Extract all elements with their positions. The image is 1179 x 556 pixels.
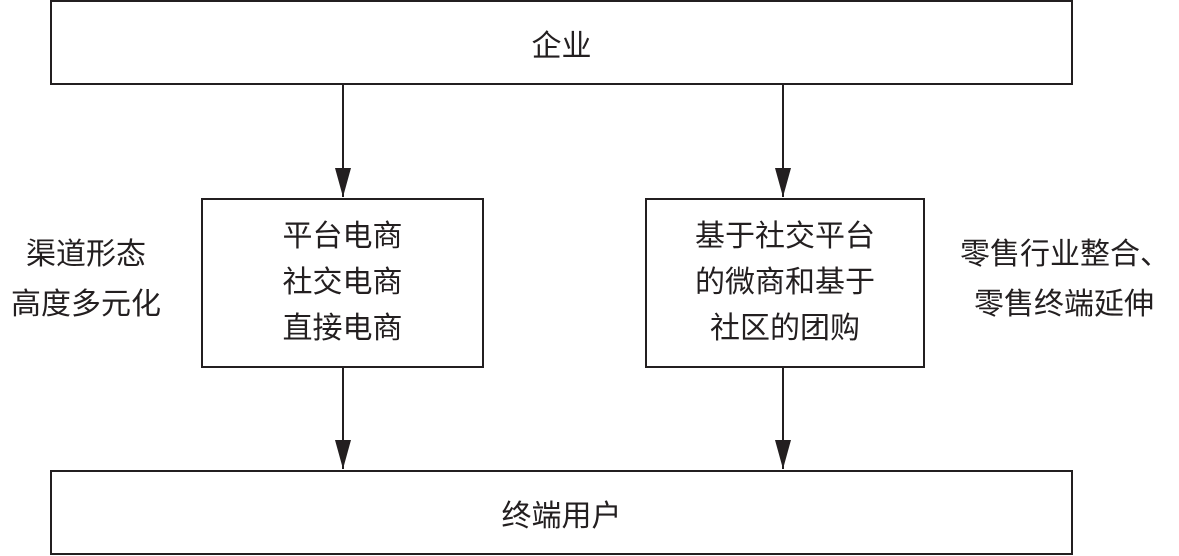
right-annotation-line-1: 零售行业整合、 — [960, 237, 1170, 272]
right-annotation: 零售行业整合、 零售终端延伸 — [960, 230, 1179, 330]
enterprise-node: 企业 — [50, 0, 1073, 85]
left-annotation: 渠道形态 高度多元化 — [0, 230, 172, 330]
platform-ecommerce-label: 平台电商 — [282, 219, 403, 254]
social-commerce-line-1: 基于社交平台 — [695, 219, 875, 254]
enterprise-label: 企业 — [531, 28, 592, 64]
social-ecommerce-label: 社交电商 — [282, 265, 403, 300]
right-annotation-line-2: 零售终端延伸 — [974, 287, 1154, 322]
left-annotation-line-2: 高度多元化 — [11, 287, 161, 322]
end-user-node: 终端用户 — [50, 470, 1073, 555]
left-annotation-line-1: 渠道形态 — [26, 237, 146, 272]
end-user-label: 终端用户 — [501, 498, 622, 534]
social-commerce-line-3: 社区的团购 — [710, 311, 860, 346]
arrow-left-to-bottom — [335, 368, 351, 469]
social-commerce-node: 基于社交平台 的微商和基于 社区的团购 — [645, 198, 925, 368]
ecommerce-channels-node: 平台电商 社交电商 直接电商 — [201, 198, 484, 368]
arrow-top-to-left — [335, 85, 351, 197]
arrow-top-to-right — [775, 85, 791, 197]
direct-ecommerce-label: 直接电商 — [282, 311, 403, 346]
arrow-right-to-bottom — [775, 368, 791, 469]
social-commerce-line-2: 的微商和基于 — [695, 265, 875, 300]
